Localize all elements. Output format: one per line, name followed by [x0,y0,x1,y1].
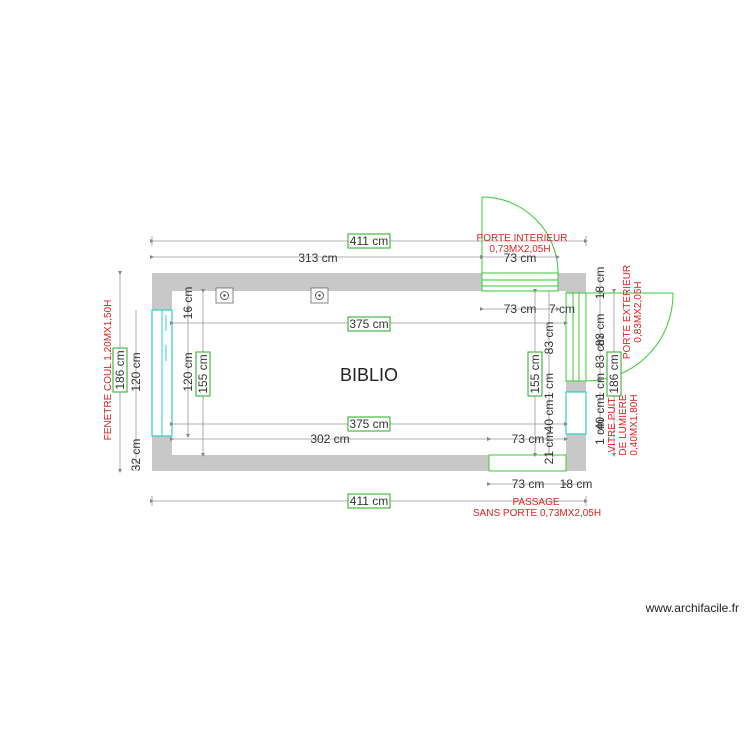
sliding-window[interactable] [151,309,173,437]
wall-top [152,273,586,291]
label-fenetre: FENETRE COUL 1,20MX1,50H [103,300,114,441]
dim-left-186: 186 cm [113,350,127,389]
label-porte-interieur: PORTE INTERIEUR [477,233,568,244]
dim-right-upper: 83 cm [593,314,607,347]
electrical-outlet-icon [310,287,329,304]
dim-left-16: 16 cm [181,287,195,320]
dim-below-right: 18 cm [560,477,593,491]
dim-right-lower-a: 40 cm [542,400,556,433]
dim-top-inner-total: 375 cm [349,317,388,331]
label-porte-exterieur-size: 0,83MX2,05H [633,281,644,342]
dim-right-mid-a: 1 cm [593,373,607,399]
dim-right-mid-b: 83 cm [593,336,607,369]
dim-bottom-inner-left: 302 cm [310,432,349,446]
skylight-window[interactable] [565,391,587,435]
dim-left-155: 155 cm [196,354,210,393]
room-name: BIBLIO [340,365,398,385]
label-passage-size: SANS PORTE 0,73MX2,05H [473,508,601,519]
label-vitre-3: 0,40MX1,80H [629,394,640,455]
dim-bottom-outer: 411 cm [350,494,388,508]
dim-bottom-passage: 73 cm [512,432,545,446]
dim-top-outer: 411 cm [350,234,388,248]
dim-right-bottom: 21 cm [542,432,556,465]
label-vitre-2: DE LUMIERE [618,394,629,455]
dim-right-top: 18 cm [593,267,607,300]
dim-right-mid-inner: 1 cm [542,373,556,399]
dim-right-lower-b: 40 cm [593,398,607,431]
opening-labels: PORTE INTERIEUR 0,73MX2,05H PORTE EXTERI… [103,233,644,519]
label-vitre-1: VITRE PUIT [607,397,618,452]
watermark: www.archifacile.fr [645,601,739,615]
wall-bottom [152,455,586,471]
dim-door-inner-lower: 73 cm [504,302,537,316]
dim-left-32: 32 cm [129,439,143,472]
dim-right-lower-c: 1 cm [593,419,607,445]
dim-left-120: 120 cm [129,352,143,391]
dimension-labels: 313 cm 73 cm 73 cm 7 cm 302 cm 73 cm 73 … [129,251,607,491]
passage-opening[interactable] [488,454,567,472]
dim-right-outer: 186 cm [607,354,621,393]
dim-top-door: 73 cm [504,251,537,265]
dim-right-total: 155 cm [528,354,542,393]
electrical-outlet-icon [215,287,234,304]
label-porte-exterieur: PORTE EXTERIEUR [622,265,633,359]
dim-door-gap: 7 cm [549,302,575,316]
dim-bottom-inner-total: 375 cm [349,417,388,431]
label-passage: PASSAGE [512,497,559,508]
dim-top-inner-left: 313 cm [298,251,337,265]
boxed-dimension-labels: 411 cm 375 cm 375 cm 411 cm 186 cm 155 c… [112,233,622,509]
dim-below-passage: 73 cm [512,477,545,491]
label-porte-interieur-size: 0,73MX2,05H [489,244,550,255]
dim-right-upper-inner: 83 cm [542,322,556,355]
dim-left-120-inner: 120 cm [181,352,195,391]
